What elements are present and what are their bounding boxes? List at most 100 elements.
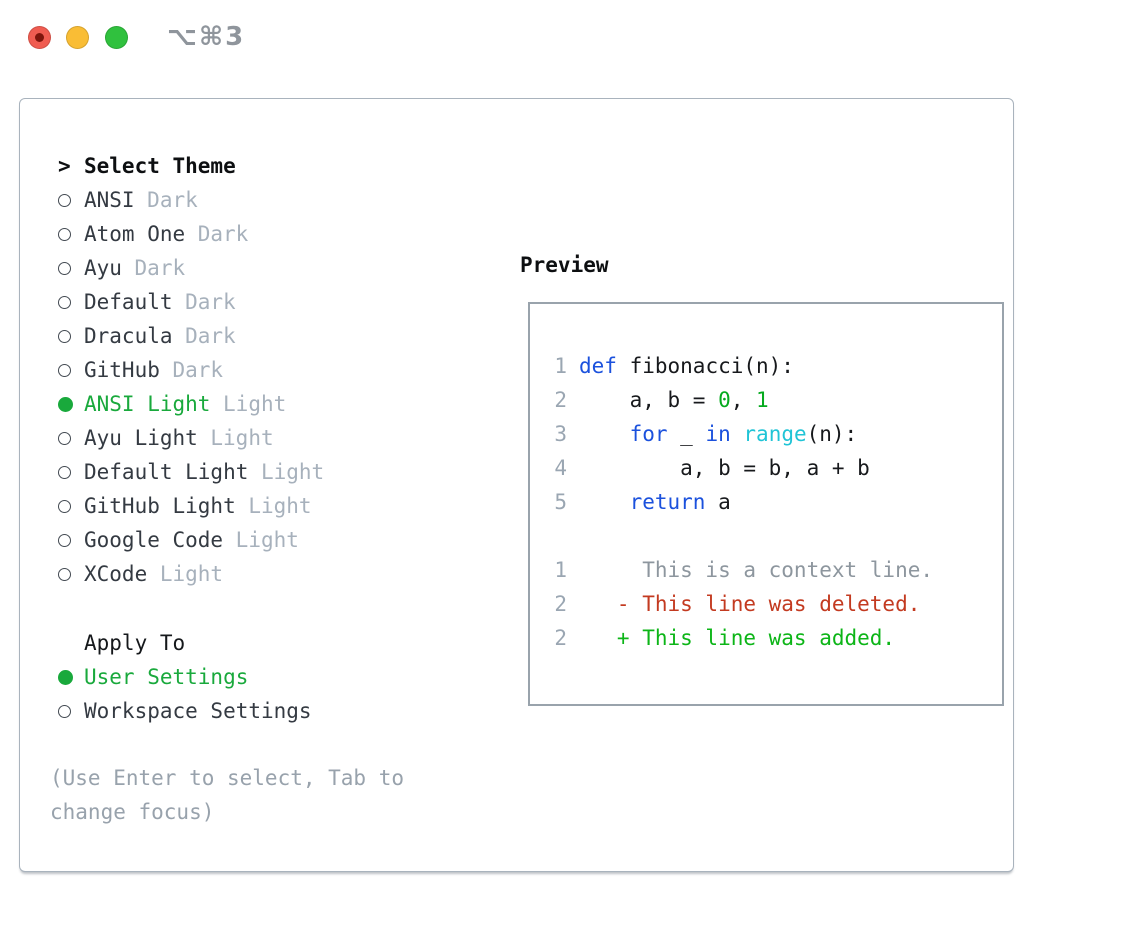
- code-line: 2 - This line was deleted.: [530, 587, 1002, 621]
- radio-icon: [58, 533, 71, 547]
- radio-cell: [58, 533, 84, 547]
- radio-cell: [58, 431, 84, 445]
- radio-cell: [58, 499, 84, 513]
- theme-name: Dracula: [84, 324, 173, 348]
- radio-icon: [58, 227, 71, 241]
- radio-icon: [58, 261, 71, 275]
- code-text: a, b = 0, 1: [579, 388, 769, 412]
- apply-option-label: Workspace Settings: [84, 699, 312, 723]
- radio-cell: [58, 567, 84, 581]
- code-line: [530, 519, 1002, 553]
- theme-variant-label: Dark: [134, 256, 186, 280]
- zoom-button[interactable]: [105, 26, 128, 49]
- radio-icon: [58, 329, 71, 343]
- theme-variant-label: Light: [223, 392, 287, 416]
- theme-option-ayu[interactable]: Ayu Dark: [58, 251, 324, 285]
- radio-cell: [58, 329, 84, 343]
- radio-icon: [58, 499, 71, 513]
- line-number: 2: [554, 388, 567, 412]
- close-dot-icon: [35, 33, 44, 42]
- radio-cell: [58, 669, 84, 685]
- radio-icon: [58, 363, 71, 377]
- line-number: 1: [554, 354, 567, 378]
- radio-icon: [58, 193, 71, 207]
- theme-variant-label: Dark: [172, 358, 224, 382]
- theme-variant-label: Dark: [185, 290, 236, 314]
- radio-icon: [58, 465, 71, 479]
- code-line: 4 a, b = b, a + b: [530, 451, 1002, 485]
- usage-hint-line: (Use Enter to select, Tab to: [50, 766, 405, 790]
- line-number: 2: [554, 626, 567, 650]
- code-line: 3 for _ in range(n):: [530, 417, 1002, 451]
- theme-variant-label: Light: [248, 494, 312, 518]
- radio-cell: [58, 396, 84, 412]
- radio-selected-icon: [58, 396, 73, 412]
- theme-option-github-light[interactable]: GitHub Light Light: [58, 489, 324, 523]
- code-line: 2 a, b = 0, 1: [530, 383, 1002, 417]
- theme-name: Atom One: [84, 222, 186, 246]
- code-line: 5 return a: [530, 485, 1002, 519]
- theme-list-header: > Select Theme: [58, 149, 324, 183]
- theme-name: GitHub Light: [84, 494, 236, 518]
- code-text: + This line was added.: [579, 626, 896, 650]
- radio-icon: [58, 567, 71, 581]
- apply-option-workspace-settings[interactable]: Workspace Settings: [58, 694, 312, 728]
- code-line: 1 This is a context line.: [530, 553, 1002, 587]
- theme-variant-label: Light: [235, 528, 299, 552]
- theme-variant-label: Light: [260, 460, 325, 484]
- apply-to-title: Apply To: [84, 631, 186, 655]
- theme-option-default[interactable]: Default Dark: [58, 285, 324, 319]
- code-text: return a: [629, 490, 731, 514]
- code-text: - This line was deleted.: [579, 592, 921, 616]
- minimize-button[interactable]: [66, 26, 89, 49]
- radio-cell: [58, 261, 84, 275]
- theme-name: ANSI: [84, 188, 135, 212]
- theme-variant-label: Light: [210, 426, 274, 450]
- theme-option-ansi-light[interactable]: ANSI Light Light: [58, 387, 324, 421]
- line-number: 4: [554, 456, 567, 480]
- radio-cell: [58, 295, 84, 309]
- usage-hint: (Use Enter to select, Tab to change focu…: [50, 761, 404, 829]
- line-number: 5: [554, 490, 567, 514]
- theme-name: ANSI Light: [84, 392, 211, 416]
- theme-name: Default: [84, 290, 173, 314]
- radio-cell: [58, 193, 84, 207]
- theme-name: Ayu: [84, 256, 122, 280]
- preview-title: Preview: [520, 253, 609, 277]
- radio-icon: [58, 295, 71, 309]
- line-number: 1: [554, 558, 567, 582]
- theme-option-github[interactable]: GitHub Dark: [58, 353, 324, 387]
- usage-hint-line: change focus): [50, 800, 215, 824]
- line-number: 3: [554, 422, 567, 446]
- radio-icon: [58, 431, 71, 445]
- theme-variant-label: Dark: [147, 188, 198, 212]
- theme-name: GitHub: [84, 358, 160, 382]
- radio-selected-icon: [58, 669, 73, 685]
- theme-option-ansi[interactable]: ANSI Dark: [58, 183, 324, 217]
- focus-prompt-icon: >: [58, 154, 71, 178]
- apply-option-user-settings[interactable]: User Settings: [58, 660, 312, 694]
- radio-cell: [58, 227, 84, 241]
- radio-cell: [58, 704, 84, 718]
- apply-to-header: Apply To: [58, 626, 312, 660]
- radio-cell: [58, 363, 84, 377]
- window-shortcut-label: ⌥⌘3: [167, 22, 246, 52]
- theme-list-title: Select Theme: [84, 154, 236, 178]
- close-button[interactable]: [28, 26, 51, 49]
- code-text: for _ in range(n):: [629, 422, 858, 446]
- radio-cell: [58, 465, 84, 479]
- code-text: a, b = b, a + b: [579, 456, 870, 480]
- apply-option-label: User Settings: [84, 665, 249, 689]
